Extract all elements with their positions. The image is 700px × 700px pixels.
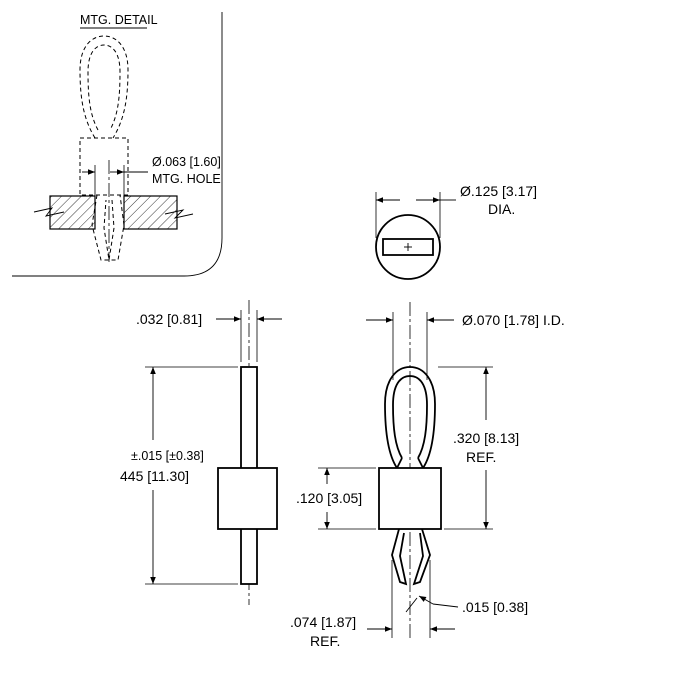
detail-loop-outer	[79, 35, 129, 139]
front-body-height: .120 [3.05]	[296, 490, 362, 506]
front-wire-leader	[432, 603, 459, 608]
detail-legs-phantom	[91, 194, 125, 261]
side-thickness: .032 [0.81]	[136, 311, 202, 327]
detail-break-right	[164, 209, 194, 219]
detail-body-phantom	[79, 137, 129, 196]
end-view-dia-label: DIA.	[488, 201, 515, 217]
detail-hole-dia: Ø.063 [1.60]	[152, 155, 221, 169]
front-wire-leader-left	[405, 597, 418, 613]
mounting-detail: MTG. DETAIL Ø.063 [1.60] MTG. HOLE	[12, 12, 223, 277]
end-view-circle	[375, 214, 441, 280]
front-loop-inner	[392, 375, 428, 459]
end-view-dia: Ø.125 [3.17]	[460, 183, 537, 199]
detail-panel-left	[49, 195, 96, 230]
front-wire-arrow	[418, 595, 434, 605]
side-length: 445 [11.30]	[120, 468, 189, 484]
front-loop-ref: REF.	[466, 449, 496, 465]
front-view: Ø.070 [1.78] I.D. .320 [8.13] REF. .120 …	[290, 302, 565, 649]
side-view: .032 [0.81] ±.015 [±0.38] 445 [11.30]	[120, 300, 282, 605]
front-wire-dia: .015 [0.38]	[462, 599, 528, 615]
side-view-body	[217, 467, 278, 530]
front-view-body	[378, 467, 442, 530]
detail-title: MTG. DETAIL	[80, 13, 158, 27]
front-inner-dia: Ø.070 [1.78] I.D.	[462, 312, 565, 328]
detail-loop-inner	[87, 44, 121, 131]
detail-panel-right	[123, 195, 178, 230]
detail-hole-label: MTG. HOLE	[152, 172, 221, 186]
front-loop-height: .320 [8.13]	[453, 430, 519, 446]
front-loop-crossing	[396, 457, 424, 469]
front-leg-ref: REF.	[310, 633, 340, 649]
detail-border	[12, 12, 223, 277]
detail-break-left	[33, 207, 65, 217]
side-tolerance: ±.015 [±0.38]	[131, 449, 204, 463]
front-loop-outer	[384, 366, 436, 469]
end-view: Ø.125 [3.17] DIA.	[375, 183, 537, 280]
front-legs	[391, 528, 431, 586]
end-view-slot	[382, 238, 434, 256]
front-leg-width: .074 [1.87]	[290, 614, 356, 630]
